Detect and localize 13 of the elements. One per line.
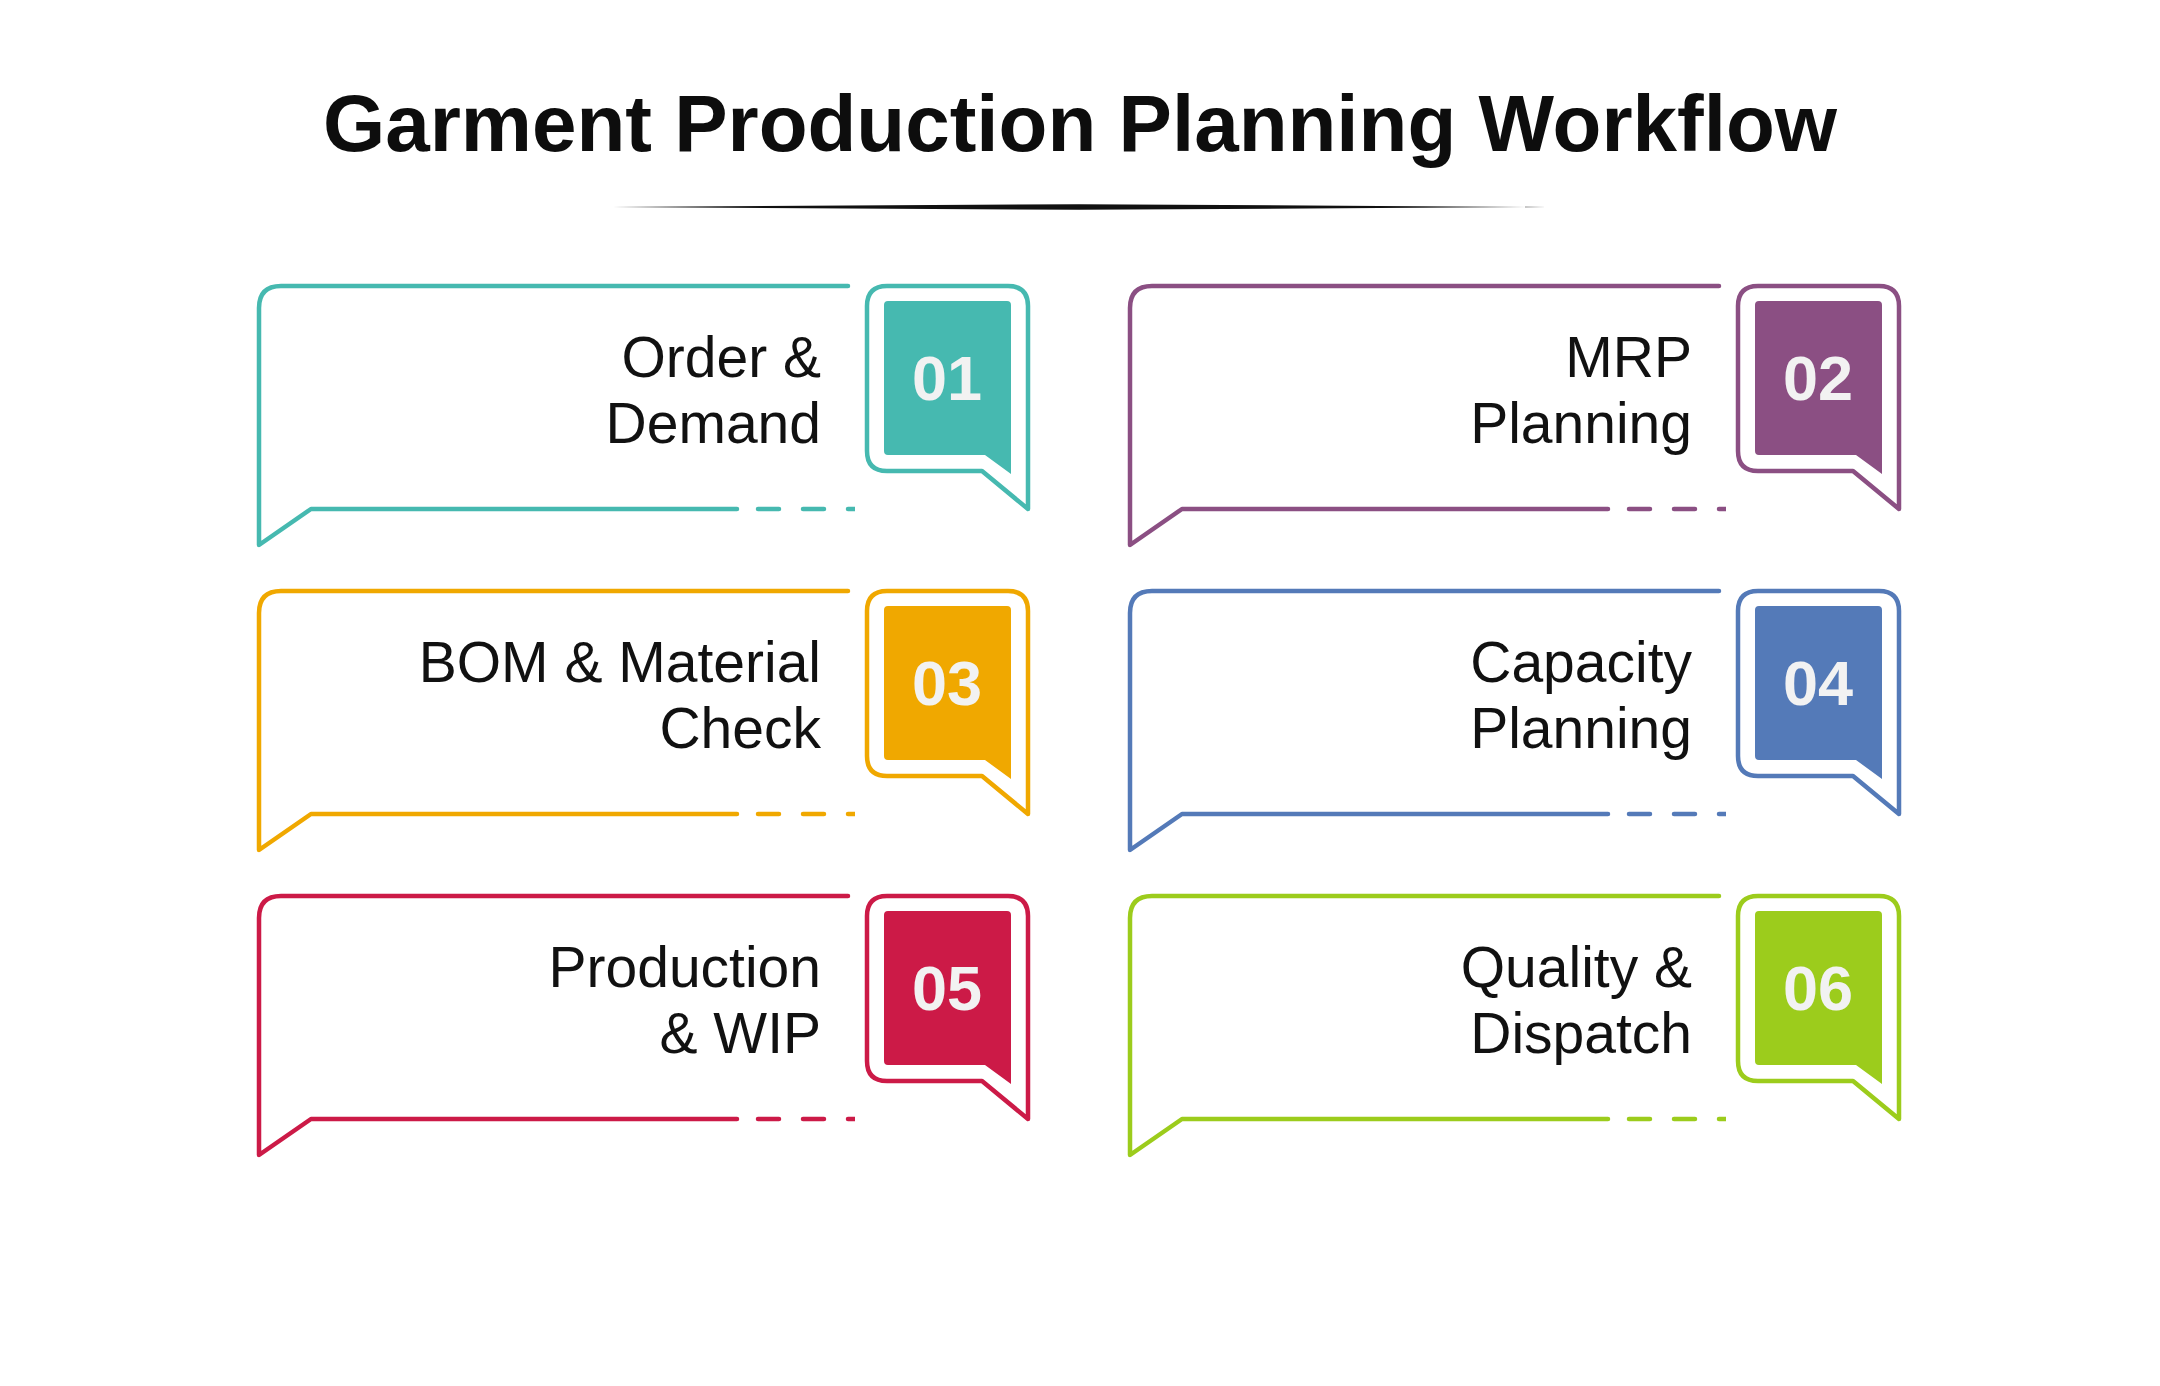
step-number: 04	[1782, 651, 1854, 715]
step-number: 01	[911, 346, 983, 410]
step-number: 03	[911, 651, 983, 715]
diagram-title: Garment Production Planning Workflow	[322, 78, 1838, 170]
step-title: Quality & Dispatch	[1459, 934, 1692, 1066]
step-number: 05	[911, 956, 983, 1020]
step-number: 02	[1782, 346, 1854, 410]
step-title: Capacity Planning	[1469, 629, 1692, 761]
step-title: Order & Demand	[604, 324, 821, 456]
step-number: 06	[1782, 956, 1854, 1020]
step-title: Production & WIP	[547, 934, 821, 1066]
step-title: MRP Planning	[1469, 324, 1692, 456]
step-title: BOM & Material Check	[417, 629, 821, 761]
